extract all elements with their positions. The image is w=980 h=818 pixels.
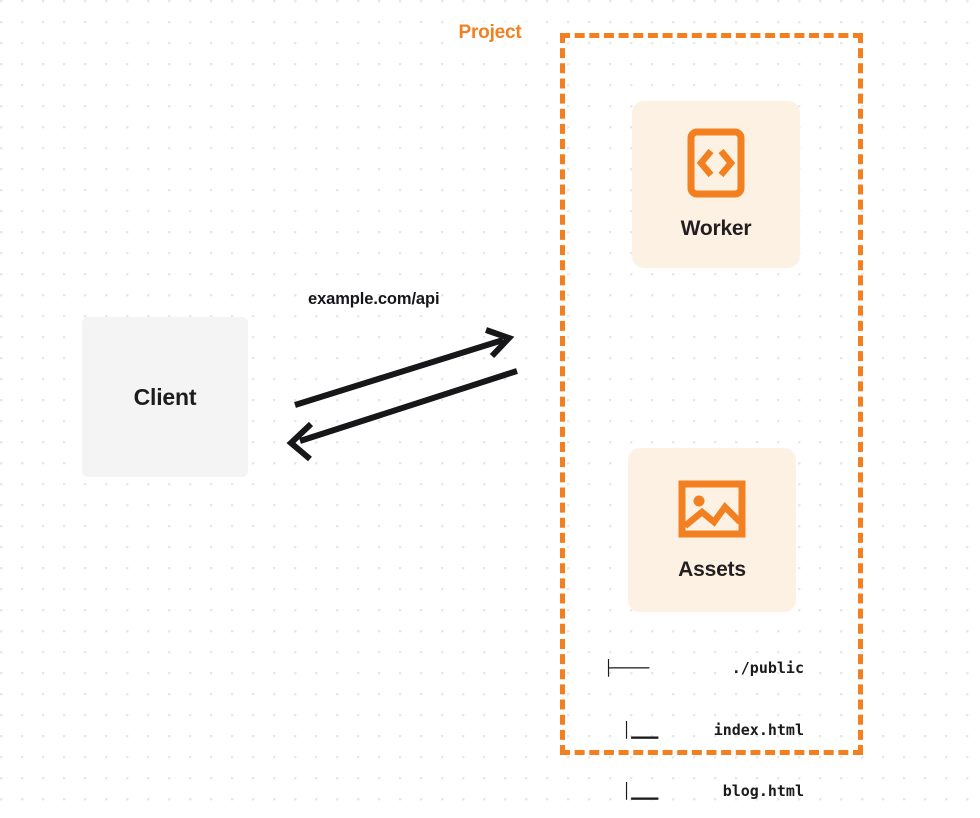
tree-branch: ├────	[604, 659, 650, 677]
connection-label: example.com/api	[308, 290, 440, 308]
tree-branch: │▁▁▁	[604, 782, 659, 800]
worker-label: Worker	[680, 217, 752, 240]
client-node: Client	[82, 317, 248, 477]
assets-label: Assets	[678, 557, 746, 581]
tree-entry-name: blog.html	[722, 782, 804, 800]
request-arrow	[294, 327, 515, 408]
assets-file-tree: ├──── ./public │▁▁▁ index.html │▁▁▁ blog…	[604, 617, 804, 818]
project-boundary	[560, 33, 863, 755]
file-tree-row: │▁▁▁ index.html	[604, 720, 804, 741]
tree-entry-name: ./public	[731, 659, 804, 677]
project-title: Project	[451, 22, 529, 44]
file-tree-row: ├──── ./public	[604, 658, 804, 679]
assets-node: Assets	[628, 448, 796, 612]
file-tree-row: │▁▁▁ blog.html	[604, 781, 804, 802]
response-arrow	[286, 368, 518, 462]
image-icon	[678, 479, 746, 544]
tree-entry-name: index.html	[713, 720, 804, 739]
client-label: Client	[133, 383, 197, 410]
tree-branch: │▁▁▁	[604, 720, 659, 739]
worker-node: Worker	[632, 101, 800, 268]
code-brackets-icon	[687, 128, 745, 203]
